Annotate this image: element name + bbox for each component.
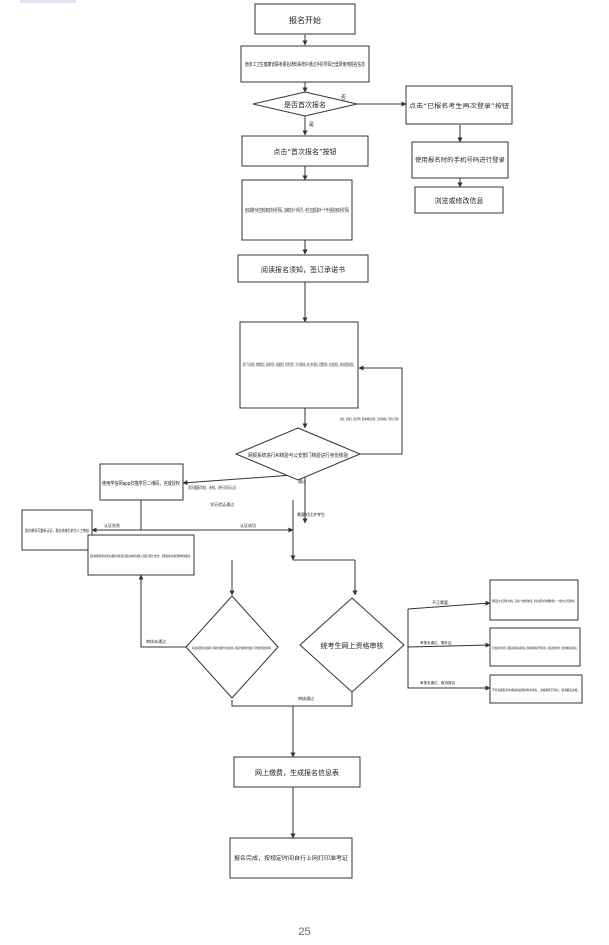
step-branch1-text: 审核结论为“补正审核”的考生，只提供一次重新修改机会，考生在规定时间内按要求修改… <box>492 598 576 603</box>
step-phone-bind-text: 自动获取与考生微信绑定的手机号码，如绑定多个手机号，考生应选择其中一个作为报名用… <box>245 207 349 214</box>
step-xuexin-scan: 使用学信网app扫描学历二维码，完成授权 <box>99 463 184 501</box>
step-login-text: 南京工卫生健康省联考报名通知系统中通过手机号码已登录使用报名信息 <box>245 61 365 68</box>
step-login-phone-text: 使用报名时的手机号码进行登录 <box>415 156 505 164</box>
label-branch2: 考核未通过，需补证 <box>420 640 452 645</box>
step-branch2: 不符合报名条件的考生，经报名系统审核在提交审核后，报考院校内审核的不予报考考生，… <box>489 627 581 667</box>
note-ai-fail: 未通过，检查信息、身份证号码、照片等重新提交核验，三次核验未通过，可转为人工审核… <box>340 416 400 421</box>
step-manual-review-text: 报名期间可重新认证，报名结束后转为人工审核 <box>25 527 89 533</box>
decision-ai-check: 网报系统进行AI核验与公安部门核验进行身份核验 <box>234 427 362 481</box>
decision-left-review: 考试院信息审核按照考生在报名期间内，所填报的信息的审核方式对考生进行审核，检查是… <box>185 595 279 699</box>
step-fill-info: 填写“个人基本信息、教育背景信息、优录条件信息、志愿填报信息、考试考区信息”，并… <box>239 321 359 409</box>
step-branch3: 不符合报名条件或提供虚假材料的考生，资格审核不通过，取消报名资格。 <box>489 674 583 704</box>
decision-exam-review-text: 统考生网上资格审核 <box>321 641 384 650</box>
step-again-login-button: 点击“已报名考生再次登录”按钮 <box>405 85 513 125</box>
step-phone-bind: 自动获取与考生微信绑定的手机号码，如绑定多个手机号，考生应选择其中一个作为报名用… <box>241 179 353 241</box>
step-fill-info-text: 填写“个人基本信息、教育背景信息、优录条件信息、志愿填报信息、考试考区信息”，并… <box>243 361 355 367</box>
step-pay-text: 网上缴费，生成报名信息表 <box>255 768 339 777</box>
step-again-login-button-text: 点击“已报名考生再次登录”按钮 <box>409 102 509 110</box>
label-branch1: 不正需要 <box>432 599 448 605</box>
page-corner-tab <box>20 0 76 3</box>
decision-left-review-text: 考试院信息审核按照考生在报名期间内，所填报的信息的审核方式对考生进行审核，检查是… <box>192 645 272 650</box>
step-branch1: 审核结论为“补正审核”的考生，只提供一次重新修改机会，考生在规定时间内按要求修改… <box>489 579 579 621</box>
step-manual-review: 报名期间可重新认证，报名结束后转为人工审核 <box>21 509 93 551</box>
step-finish: 报名完成，按规定时间自行上网打印准考证 <box>229 837 353 879</box>
step-xuexin-scan-text: 使用学信网app扫描学历二维码，完成授权 <box>102 480 180 487</box>
decision-ai-check-text: 网报系统进行AI核验与公安部门核验进行身份核验 <box>248 452 348 459</box>
label-cert-fail: 认证失败 <box>104 522 120 528</box>
step-start-text: 报名开始 <box>289 15 321 25</box>
label-review-pass: 审核通过 <box>298 695 314 701</box>
connector-lines <box>91 35 491 839</box>
label-cert-ok: 认证成功 <box>240 522 256 528</box>
label-xuexin-done: 学历验证通过 <box>210 501 234 507</box>
label-no: 否 <box>341 95 346 101</box>
step-first-signup-button-text: 点击“首次报名”按钮 <box>273 147 336 156</box>
step-login: 南京工卫生健康省联考报名通知系统中通过手机号码已登录使用报名信息 <box>240 45 370 83</box>
step-start: 报名开始 <box>254 3 356 35</box>
step-view-edit-text: 浏览或修改信息 <box>435 196 484 205</box>
label-review-fail: 审核未通过 <box>146 638 166 644</box>
step-category-change: 报名资格审核按通过的考生在报名时间通过网上报名系统将考生类型从“应届生”更换为“… <box>87 534 195 576</box>
step-branch3-text: 不符合报名条件或提供虚假材料的考生，资格审核不通过，取消报名资格。 <box>492 687 580 692</box>
note-xuexin-fail: 学历重复学校、未找、进行学历认证 <box>188 484 236 490</box>
label-pass: 通过 <box>298 478 306 484</box>
decision-first-signup: 是否首次报名 <box>252 91 358 117</box>
step-finish-text: 报名完成，按规定时间自行上网打印准考证 <box>234 854 349 862</box>
step-branch2-text: 不符合报名条件的考生，经报名系统审核在提交审核后，报考院校内审核的不予报考考生，… <box>492 645 578 650</box>
label-yes: 是 <box>309 122 314 128</box>
step-category-change-text: 报名资格审核按通过的考生在报名时间通过网上报名系统将考生类型从“应届生”更换为“… <box>90 553 192 558</box>
step-first-signup-button: 点击“首次报名”按钮 <box>241 135 369 167</box>
step-view-edit: 浏览或修改信息 <box>414 186 504 214</box>
decision-first-signup-text: 是否首次报名 <box>284 100 326 109</box>
step-read-notice: 阅读报名须知，签订承诺书 <box>237 254 369 283</box>
step-login-phone: 使用报名时的手机号码进行登录 <box>411 141 509 179</box>
decision-exam-review: 统考生网上资格审核 <box>299 597 405 693</box>
page-number: 25 <box>298 926 311 938</box>
step-pay: 网上缴费，生成报名信息表 <box>233 756 361 788</box>
note-agree: 需要对比并考生 <box>297 511 325 517</box>
label-branch3: 审核未通过，取消报名 <box>420 680 455 685</box>
step-read-notice-text: 阅读报名须知，签订承诺书 <box>261 265 345 274</box>
